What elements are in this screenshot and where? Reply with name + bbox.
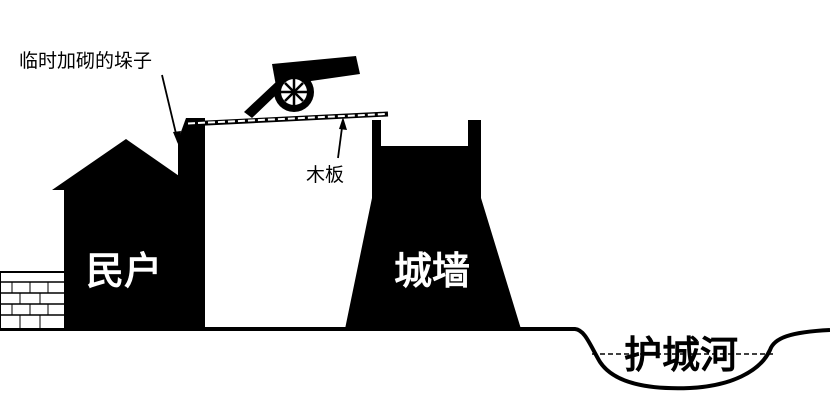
merlon-label: 临时加砌的垛子 (19, 50, 152, 72)
plank-pointer-arrowhead (339, 117, 347, 130)
plank (185, 111, 389, 127)
brick-fence (0, 271, 71, 330)
wall-label: 城墙 (394, 249, 470, 293)
merlon-pointer-line (161, 74, 179, 143)
ground-line (0, 327, 830, 391)
moat-label: 护城河 (624, 333, 738, 377)
city-wall-silhouette (345, 120, 521, 329)
plank-inner (187, 113, 387, 125)
houses-label: 民户 (86, 249, 162, 293)
plank-label: 木板 (306, 164, 344, 186)
temporary-merlon (178, 118, 205, 329)
houses-silhouette (52, 139, 182, 329)
merlon-pointer-arrowhead (173, 131, 181, 144)
cannon (244, 56, 360, 118)
